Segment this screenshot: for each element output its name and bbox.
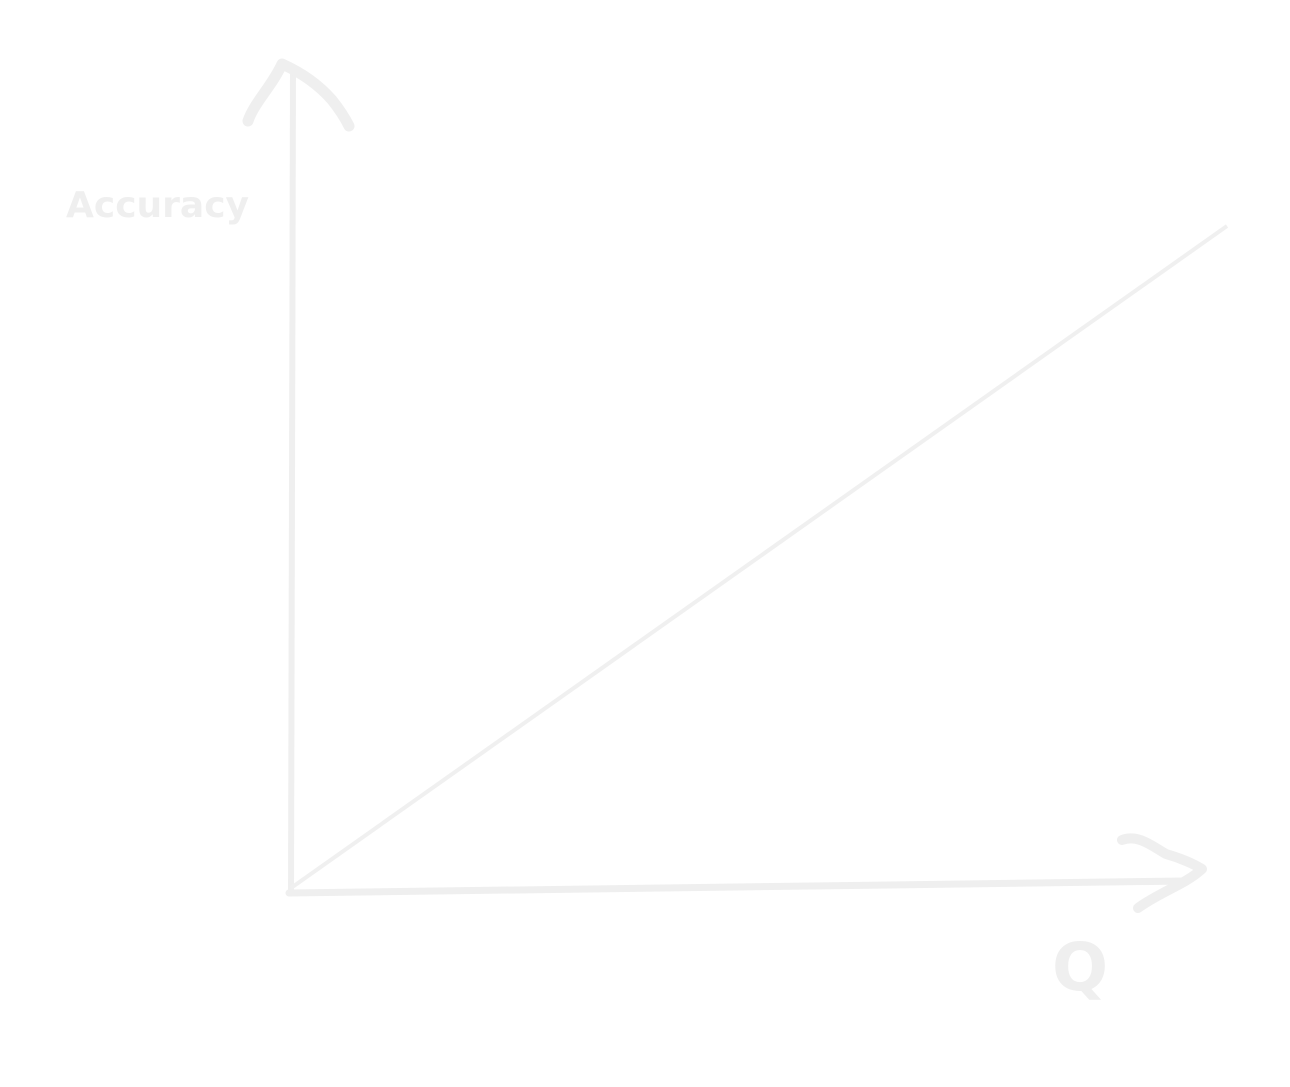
x-axis-label: Q [1052, 929, 1108, 1006]
series-line-0 [289, 224, 1229, 890]
x-axis-arrowhead [1117, 833, 1207, 913]
y-axis-label: Accuracy [66, 185, 249, 226]
y-axis-line [288, 65, 296, 896]
x-axis-line [285, 877, 1189, 897]
series-layer [289, 224, 1229, 890]
y-axis-arrowhead [242, 58, 355, 132]
